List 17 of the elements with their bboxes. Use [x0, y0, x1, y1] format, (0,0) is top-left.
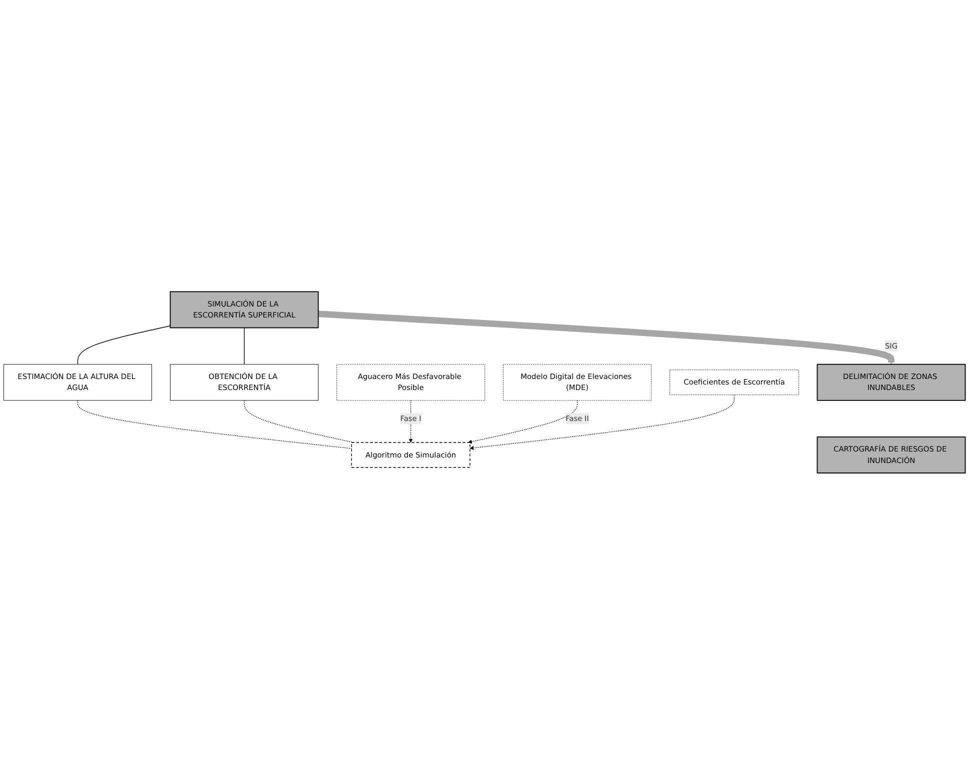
arrow	[468, 400, 578, 444]
node-box	[170, 364, 318, 400]
node-box	[816, 364, 966, 400]
connector	[77, 325, 171, 364]
arrow	[470, 394, 735, 450]
arrow	[408, 400, 413, 442]
connector	[244, 327, 245, 364]
node-box	[816, 436, 966, 474]
node-box	[4, 364, 152, 400]
arrow	[318, 310, 894, 364]
connector	[77, 400, 352, 449]
node-box	[336, 364, 486, 400]
node-box	[670, 369, 799, 395]
node-box	[351, 442, 470, 468]
connector	[244, 400, 354, 442]
node-box	[503, 364, 652, 400]
node-box	[170, 290, 319, 328]
